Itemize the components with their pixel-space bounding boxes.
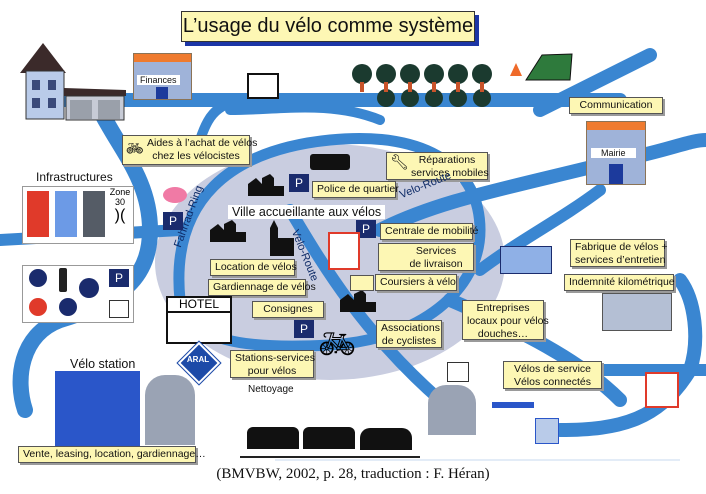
zone30-sign: Zone 30 )( — [109, 187, 131, 224]
no-entry-sign-icon — [29, 298, 47, 316]
ville-accueillante-heading: Ville accueillante aux vélos — [228, 205, 386, 219]
infrastructures-heading: Infrastructures — [36, 170, 113, 184]
road-lower-right — [553, 273, 703, 437]
mairie-label: Mairie — [591, 148, 636, 158]
infrastructure-panel-lanes: Zone 30 )( — [22, 186, 134, 244]
finances-label: Finances — [137, 75, 180, 85]
bike-path-sign-icon — [29, 269, 47, 287]
location-label: Location de vélos — [210, 259, 297, 276]
envelope-icon — [350, 275, 374, 291]
red-bike-lane-icon — [27, 191, 49, 237]
piggy-bank-icon — [163, 187, 187, 203]
campfire-icon — [510, 63, 522, 76]
bike-parking-sign-icon: P — [163, 212, 183, 230]
stations-services-label: Stations-services pour vélos — [230, 350, 315, 378]
church-icon — [270, 220, 294, 256]
bus-icon — [310, 154, 350, 170]
shop-building-icon — [500, 246, 552, 274]
consignes-label: Consignes — [252, 301, 324, 318]
velo-station-building — [55, 371, 140, 446]
coursiers-label: Coursiers à vélo — [375, 274, 457, 291]
centrale-mobilite-label: Centrale de mobilité — [380, 223, 478, 240]
tram-icon — [360, 428, 412, 450]
velo-route-top — [373, 133, 706, 237]
mairie-building: Mairie — [586, 121, 646, 185]
forest-icon — [352, 64, 492, 107]
phone-bike-sign-icon — [447, 362, 469, 382]
road-camp — [533, 48, 657, 117]
road-factory — [474, 184, 606, 276]
aides-achat-label: 🚲︎ Aides à l’achat de vélos chez les vél… — [122, 135, 257, 165]
aral-label: ARAL — [186, 355, 210, 364]
entreprises-label: Entreprises locaux pour vélos douches… — [462, 300, 549, 340]
traffic-light-icon — [59, 268, 67, 292]
finances-building: Finances — [133, 53, 192, 100]
road-upper-link — [225, 102, 385, 125]
bike-shelter-icon — [492, 402, 534, 448]
houses-silhouette-icon — [248, 174, 284, 196]
chicane-icon: )( — [114, 207, 126, 224]
infrastructure-panel-signs: P — [22, 265, 134, 323]
bike-parking-sign-icon: P — [294, 320, 314, 338]
turn-right-sign-icon — [59, 298, 77, 316]
train-station-building — [145, 375, 195, 445]
wrench-icon: 🔧︎ — [390, 154, 410, 171]
houses-silhouette-icon — [340, 290, 376, 312]
houses-silhouette-icon — [210, 220, 246, 242]
nettoyage-label: Nettoyage — [248, 384, 294, 395]
communication-label: Communication — [569, 97, 663, 114]
fahrrad-ring-road — [173, 133, 486, 352]
direction-signpost-icon — [645, 372, 679, 408]
bike-wagon-icon — [247, 427, 299, 449]
direction-signpost-icon — [328, 232, 360, 270]
bicycle-icon: 🚲︎ — [126, 140, 144, 156]
tent-icon — [525, 53, 573, 81]
reparations-label: 🔧︎ Réparations services mobiles — [386, 152, 489, 180]
bike-parking-sign-icon: P — [109, 269, 129, 287]
road-branch — [195, 95, 265, 145]
police-label: Police de quartier — [312, 181, 399, 198]
blue-bike-lane-icon — [55, 191, 77, 237]
train-station-building-right — [428, 385, 476, 435]
source-caption: (BMVBW, 2002, p. 28, traduction : F. Hér… — [216, 466, 490, 482]
vente-leasing-label: Vente, leasing, location, gardiennage… — [18, 446, 206, 463]
factory-icon — [602, 293, 672, 331]
associations-label: Associations de cyclistes — [376, 320, 442, 348]
diagram-title: L’usage du vélo comme système — [181, 11, 475, 42]
direction-signpost-icon — [247, 73, 279, 99]
indemnite-label: Indemnité kilométrique — [564, 274, 675, 291]
police-officer-bicycle-icon: 🚲︎ — [318, 328, 357, 361]
direction-sign-icon — [109, 300, 129, 318]
livraison-label: Services de livraison — [378, 243, 474, 271]
hotel-building: HOTEL — [166, 296, 232, 344]
bike-parking-sign-icon: P — [289, 174, 309, 192]
bike-wagon-icon — [303, 427, 355, 449]
velo-station-heading: Vélo station — [70, 357, 136, 371]
velos-service-label: Vélos de service Vélos connectés — [503, 361, 602, 389]
bike-locker-icon — [535, 418, 559, 444]
house-with-garage-icon — [20, 43, 126, 121]
bike-parking-sign-icon: P — [356, 220, 376, 238]
fabrique-label: Fabrique de vélos + services d’entretien — [570, 239, 668, 267]
shared-lane-icon — [83, 191, 105, 237]
bus-bike-sign-icon — [79, 278, 99, 298]
road-left — [12, 102, 158, 418]
hotel-sign: HOTEL — [168, 298, 230, 313]
gardiennage-label: Gardiennage de vélos — [208, 279, 316, 296]
